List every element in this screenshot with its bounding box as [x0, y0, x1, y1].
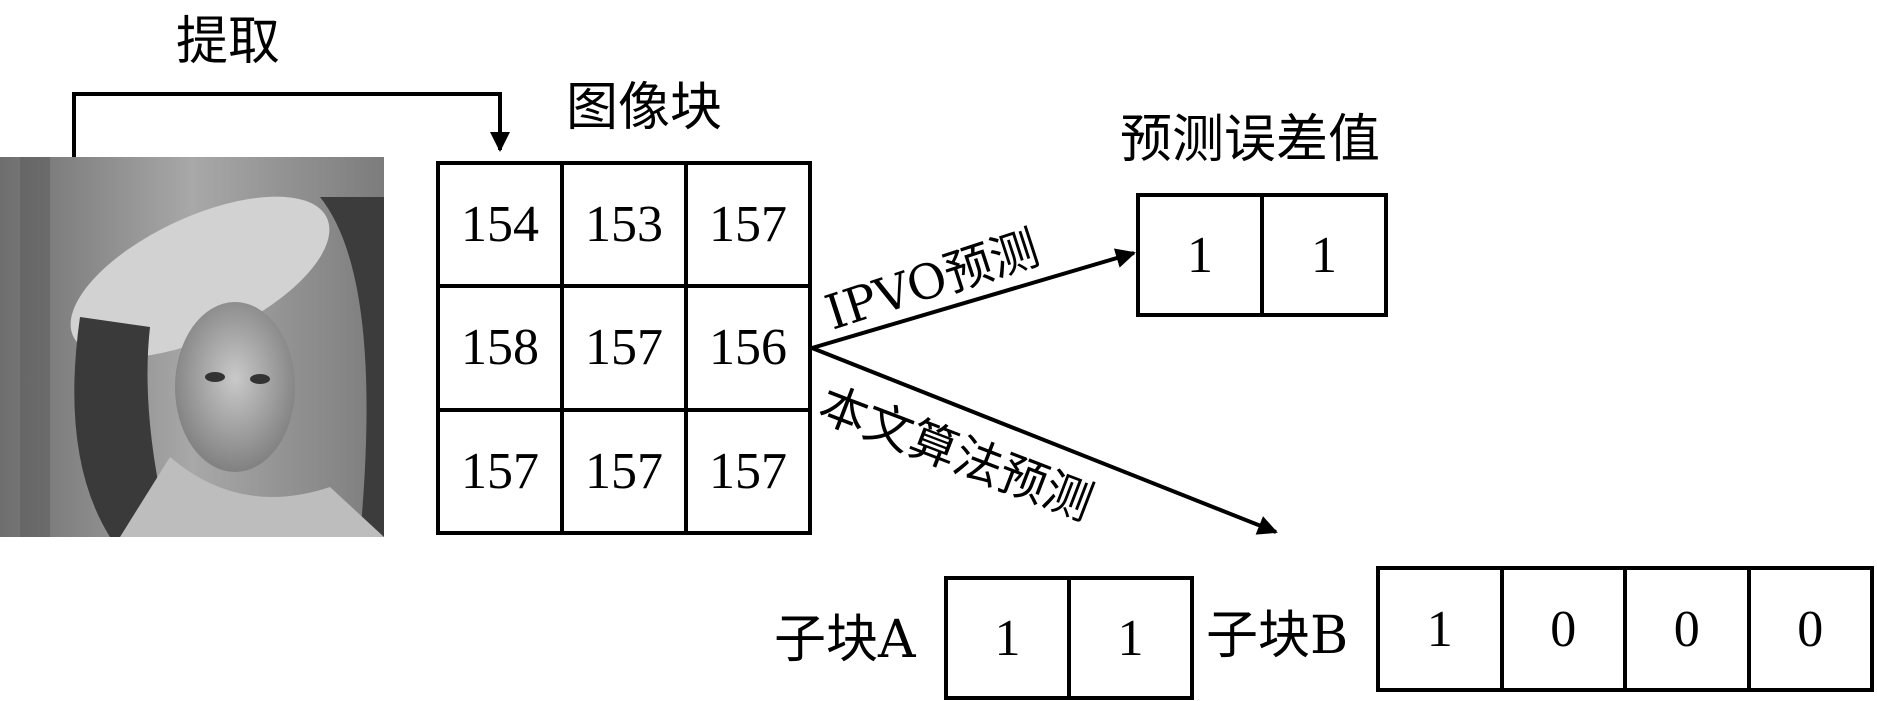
grid-cell: 1 — [1136, 193, 1264, 317]
proposed-arrow — [811, 346, 1278, 535]
grid-cell: 0 — [1623, 566, 1751, 692]
grid-cell: 1 — [1260, 193, 1388, 317]
extract-label: 提取 — [176, 12, 281, 72]
grayscale-portrait-image — [0, 157, 384, 537]
grid-row: 1 1 — [944, 576, 1194, 700]
grid-cell: 1 — [944, 576, 1071, 700]
grid-cell: 0 — [1499, 566, 1627, 692]
prediction-error-title: 预测误差值 — [1120, 110, 1381, 170]
grid-cell: 157 — [560, 407, 688, 536]
grid-cell: 158 — [436, 284, 564, 412]
grid-cell: 0 — [1746, 566, 1874, 692]
grid-cell: 153 — [560, 160, 688, 289]
grid-cell: 157 — [560, 284, 688, 412]
grid-cell: 154 — [436, 160, 564, 289]
sub-block-b-grid: 1 0 0 0 — [1376, 566, 1874, 692]
lena-photo — [0, 157, 384, 537]
extract-arrow — [72, 92, 510, 157]
grid-row: 158 157 156 — [436, 284, 812, 412]
grid-row: 1 0 0 0 — [1376, 566, 1874, 692]
grid-cell: 1 — [1376, 566, 1504, 692]
grid-row: 154 153 157 — [436, 160, 812, 289]
grid-cell: 157 — [684, 160, 812, 289]
grid-cell: 157 — [436, 407, 564, 536]
prediction-error-grid: 1 1 — [1136, 193, 1388, 317]
grid-cell: 156 — [684, 284, 812, 412]
grid-row: 157 157 157 — [436, 407, 812, 536]
image-block-title: 图像块 — [566, 78, 723, 138]
sub-block-a-label: 子块A — [774, 610, 916, 670]
sub-block-b-label: 子块B — [1206, 606, 1349, 666]
grid-cell: 157 — [684, 407, 812, 536]
grid-row: 1 1 — [1136, 193, 1388, 317]
grid-cell: 1 — [1067, 576, 1194, 700]
sub-block-a-grid: 1 1 — [944, 576, 1194, 700]
image-block-grid: 154 153 157 158 157 156 157 157 157 — [436, 160, 812, 536]
ipvo-arrow — [811, 248, 1136, 350]
